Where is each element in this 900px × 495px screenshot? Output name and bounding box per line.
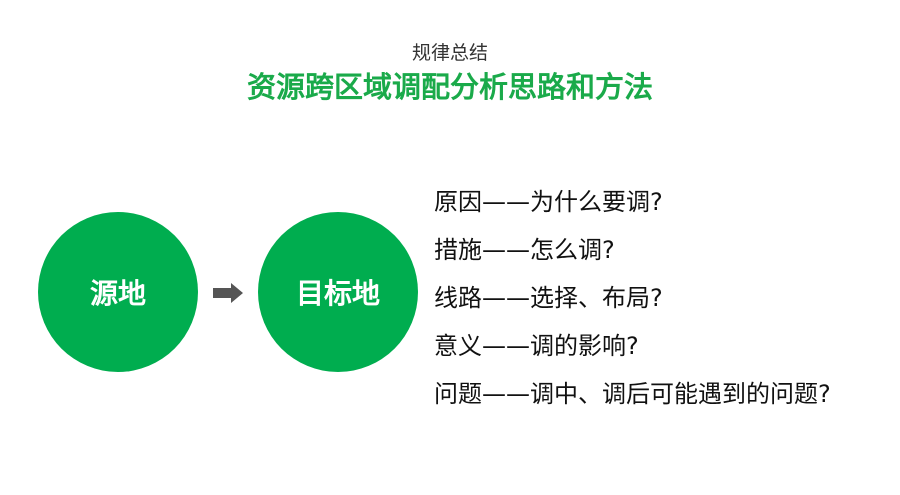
target-circle: 目标地: [258, 212, 418, 372]
right-arrow-icon: [213, 283, 243, 303]
slide-title: 资源跨区域调配分析思路和方法: [246, 70, 653, 104]
source-label: 源地: [89, 277, 146, 310]
point-problems: 问题——调中、调后可能遇到的问题?: [434, 380, 831, 408]
point-significance: 意义——调的影响?: [434, 332, 639, 360]
point-measures: 措施——怎么调?: [434, 236, 615, 264]
source-circle: 源地: [38, 212, 198, 372]
point-route: 线路——选择、布局?: [434, 284, 663, 312]
point-reason: 原因——为什么要调?: [434, 188, 663, 216]
analysis-points: 原因——为什么要调? 措施——怎么调? 线路——选择、布局? 意义——调的影响?…: [434, 186, 831, 426]
slide-subtitle: 规律总结: [411, 42, 488, 64]
target-label: 目标地: [295, 277, 380, 310]
